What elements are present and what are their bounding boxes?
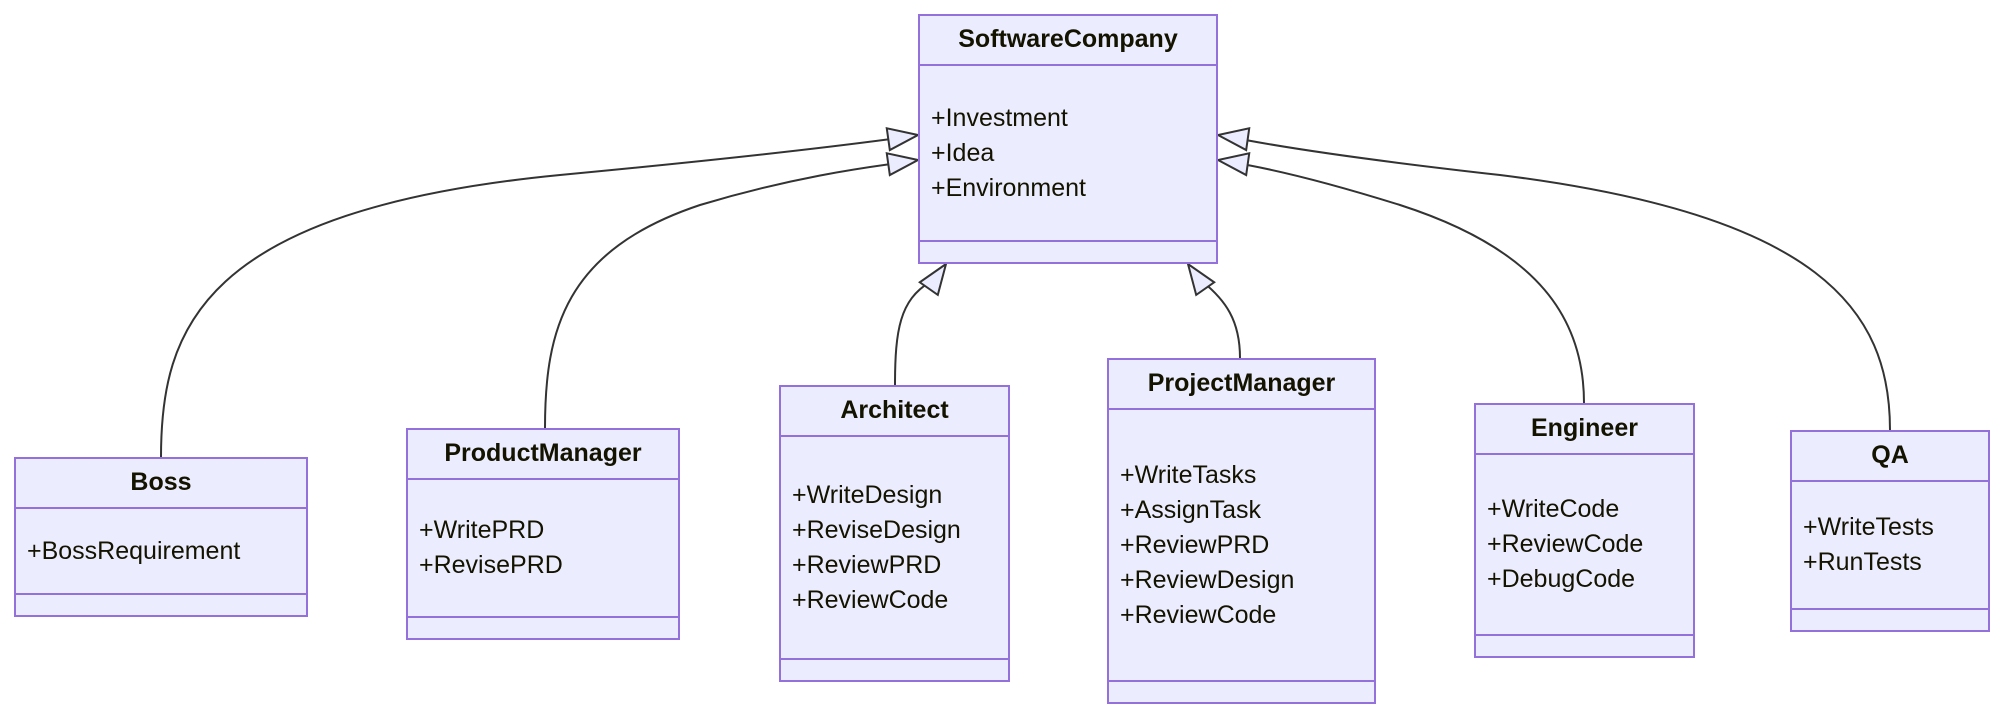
generalization-arrowhead-icon: [885, 152, 921, 177]
uml-class-productmanager[interactable]: ProductManager +WritePRD +RevisePRD: [406, 428, 680, 640]
uml-class-architect[interactable]: Architect +WriteDesign +ReviseDesign +Revie…: [779, 385, 1010, 682]
class-attribute: +WritePRD: [419, 516, 545, 544]
class-methods-qa: [1792, 610, 1988, 630]
class-title-productmanager: ProductManager: [408, 430, 678, 480]
class-attribute: +Investment: [931, 103, 1068, 132]
class-attributes-engineer: +WriteCode +ReviewCode +DebugCode: [1476, 455, 1693, 636]
uml-class-softwarecompany[interactable]: SoftwareCompany +Investment +Idea +Environm…: [918, 14, 1218, 264]
class-attribute: +WriteDesign: [792, 480, 943, 509]
class-attributes-qa: +WriteTests +RunTests: [1792, 482, 1988, 610]
class-title-softwarecompany: SoftwareCompany: [920, 16, 1216, 66]
generalization-line: [894, 281, 931, 386]
class-attributes-softwarecompany: +Investment +Idea +Environment: [920, 66, 1216, 242]
class-attribute: +AssignTask: [1120, 495, 1262, 524]
class-title-boss: Boss: [16, 459, 306, 509]
class-attribute: +ReviseDesign: [792, 515, 961, 544]
generalization-arrowhead-icon: [885, 127, 921, 152]
class-methods-productmanager: [408, 618, 678, 638]
class-methods-engineer: [1476, 636, 1693, 656]
class-methods-softwarecompany: [920, 242, 1216, 262]
class-attribute: +Environment: [931, 173, 1086, 202]
class-attribute: +DebugCode: [1487, 565, 1636, 593]
class-attribute: +RevisePRD: [419, 551, 563, 579]
class-attribute: +ReviewDesign: [1120, 565, 1295, 594]
uml-class-engineer[interactable]: Engineer +WriteCode +ReviewCode +DebugCode: [1474, 403, 1695, 658]
class-attribute: +ReviewPRD: [1120, 530, 1270, 559]
class-attribute: +ReviewCode: [1487, 530, 1644, 558]
class-attribute: +WriteTests: [1803, 513, 1934, 541]
class-attribute: +ReviewCode: [1120, 600, 1277, 629]
class-methods-projectmanager: [1109, 682, 1374, 702]
class-methods-boss: [16, 595, 306, 615]
class-attributes-productmanager: +WritePRD +RevisePRD: [408, 480, 678, 618]
class-title-architect: Architect: [781, 387, 1008, 437]
uml-class-projectmanager[interactable]: ProjectManager +WriteTasks +AssignTask +Rev…: [1107, 358, 1376, 704]
class-title-projectmanager: ProjectManager: [1109, 360, 1374, 410]
class-attributes-architect: +WriteDesign +ReviseDesign +ReviewPRD +Revi…: [781, 437, 1008, 660]
class-title-qa: QA: [1792, 432, 1988, 482]
edge-architect[interactable]: [894, 258, 955, 386]
class-attribute: +ReviewPRD: [792, 550, 942, 579]
uml-class-qa[interactable]: QA +WriteTests +RunTests: [1790, 430, 1990, 632]
generalization-arrowhead-icon: [1215, 127, 1251, 152]
class-title-engineer: Engineer: [1476, 405, 1693, 455]
class-attributes-projectmanager: +WriteTasks +AssignTask +ReviewPRD +ReviewD…: [1109, 410, 1374, 682]
class-attribute: +ReviewCode: [792, 585, 949, 614]
generalization-arrowhead-icon: [1215, 152, 1251, 177]
class-attribute: +BossRequirement: [27, 536, 241, 565]
class-methods-architect: [781, 660, 1008, 680]
edge-projectmanager[interactable]: [1179, 258, 1241, 359]
class-attributes-boss: +BossRequirement: [16, 509, 306, 595]
class-attribute: +WriteCode: [1487, 495, 1620, 523]
uml-class-boss[interactable]: Boss +BossRequirement: [14, 457, 308, 617]
generalization-line: [1202, 281, 1241, 359]
class-attribute: +RunTests: [1803, 548, 1922, 576]
class-attribute: +Idea: [931, 138, 995, 167]
class-attribute: +WriteTasks: [1120, 460, 1257, 489]
